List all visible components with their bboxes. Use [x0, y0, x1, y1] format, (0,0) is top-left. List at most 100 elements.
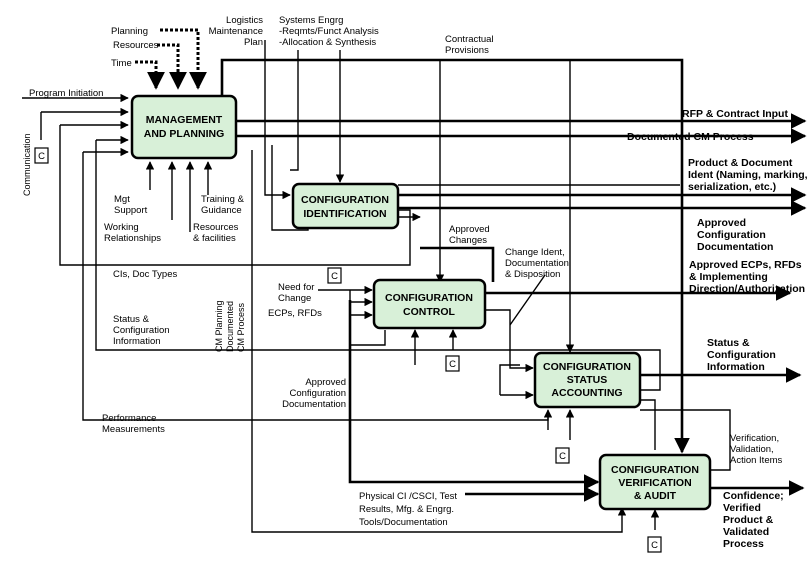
- svg-text:Resources: Resources: [113, 40, 159, 51]
- configuration-control-box: CONFIGURATION CONTROL: [372, 278, 487, 330]
- svg-text:VERIFICATION: VERIFICATION: [618, 477, 691, 489]
- identification-output-lines: [398, 184, 807, 282]
- configuration-status-accounting-box: CONFIGURATION STATUS ACCOUNTING: [533, 351, 642, 409]
- svg-text:Communication: Communication: [22, 133, 32, 196]
- svg-text:Contractual: Contractual: [445, 34, 494, 45]
- svg-text:& facilities: & facilities: [193, 233, 236, 244]
- configuration-verification-audit-box: CONFIGURATION VERIFICATION & AUDIT: [598, 453, 712, 511]
- svg-text:Physical CI /CSCI, Test: Physical CI /CSCI, Test: [359, 491, 457, 502]
- svg-text:Changes: Changes: [449, 235, 487, 246]
- svg-text:C: C: [559, 451, 566, 462]
- svg-text:C: C: [651, 540, 658, 551]
- svg-text:Process: Process: [723, 538, 764, 550]
- svg-text:Training &: Training &: [201, 194, 245, 205]
- svg-text:Status &: Status &: [707, 337, 750, 349]
- svg-text:Measurements: Measurements: [102, 424, 165, 435]
- svg-text:CONFIGURATION: CONFIGURATION: [611, 464, 699, 476]
- svg-text:Working: Working: [104, 222, 139, 233]
- svg-text:Approved: Approved: [449, 224, 490, 235]
- svg-text:serialization, etc.): serialization, etc.): [688, 181, 776, 193]
- svg-text:CONFIGURATION: CONFIGURATION: [301, 194, 389, 206]
- svg-text:Resources: Resources: [193, 222, 239, 233]
- svg-text:Confidence;: Confidence;: [723, 490, 784, 502]
- control-lines: [318, 274, 792, 490]
- svg-text:Approved: Approved: [697, 217, 746, 229]
- constraint-boxes: C C C C C: [34, 147, 662, 553]
- svg-text:Direction/Authorization: Direction/Authorization: [689, 283, 805, 295]
- svg-text:& AUDIT: & AUDIT: [634, 490, 677, 502]
- svg-text:Planning: Planning: [111, 26, 148, 37]
- svg-text:Approved: Approved: [305, 377, 346, 388]
- svg-text:Maintenance: Maintenance: [209, 26, 263, 37]
- svg-text:Configuration: Configuration: [289, 388, 346, 399]
- svg-text:MANAGEMENT: MANAGEMENT: [146, 114, 223, 126]
- svg-text:Logistics: Logistics: [226, 15, 263, 26]
- svg-text:Product & Document: Product & Document: [688, 157, 793, 169]
- svg-text:Validation,: Validation,: [730, 444, 774, 455]
- status-lines: [499, 364, 802, 450]
- svg-text:& Disposition: & Disposition: [505, 269, 560, 280]
- svg-text:Ident (Naming, marking,: Ident (Naming, marking,: [688, 169, 808, 181]
- svg-text:Support: Support: [114, 205, 148, 216]
- svg-text:Validated: Validated: [723, 526, 769, 538]
- svg-text:CONFIGURATION: CONFIGURATION: [385, 292, 473, 304]
- svg-text:C: C: [331, 271, 338, 282]
- svg-text:Performance: Performance: [102, 413, 156, 424]
- svg-text:Configuration: Configuration: [113, 325, 170, 336]
- svg-text:C: C: [38, 151, 45, 162]
- svg-text:Information: Information: [113, 336, 161, 347]
- svg-text:C: C: [449, 359, 456, 370]
- svg-text:Time: Time: [111, 58, 132, 69]
- svg-text:Verification,: Verification,: [730, 433, 779, 444]
- svg-text:Documentation: Documentation: [505, 258, 569, 269]
- verification-lines: [465, 409, 805, 530]
- svg-text:IDENTIFICATION: IDENTIFICATION: [303, 208, 386, 220]
- svg-text:Provisions: Provisions: [445, 45, 489, 56]
- svg-text:-Allocation & Synthesis: -Allocation & Synthesis: [279, 37, 376, 48]
- svg-text:Information: Information: [707, 361, 765, 373]
- svg-text:Product &: Product &: [723, 514, 774, 526]
- svg-text:Program Initiation: Program Initiation: [29, 88, 103, 99]
- management-input-lines: [22, 93, 213, 232]
- input-labels: Planning Resources Time Logistics Mainte…: [22, 15, 783, 528]
- svg-text:Configuration: Configuration: [697, 229, 766, 241]
- svg-text:Documented: Documented: [225, 301, 235, 352]
- svg-text:Results, Mfg. & Engrg.: Results, Mfg. & Engrg.: [359, 504, 454, 515]
- svg-text:Configuration: Configuration: [707, 349, 776, 361]
- svg-text:STATUS: STATUS: [567, 374, 607, 386]
- svg-text:Action Items: Action Items: [730, 455, 783, 466]
- dotted-input-lines: [135, 28, 207, 90]
- svg-text:& Implementing: & Implementing: [689, 271, 768, 283]
- svg-text:CONTROL: CONTROL: [403, 306, 455, 318]
- configuration-identification-box: CONFIGURATION IDENTIFICATION: [291, 182, 400, 230]
- svg-text:ECPs, RFDs: ECPs, RFDs: [268, 308, 322, 319]
- svg-text:Plan: Plan: [244, 37, 263, 48]
- svg-text:AND PLANNING: AND PLANNING: [144, 128, 225, 140]
- svg-text:-Reqmts/Funct Analysis: -Reqmts/Funct Analysis: [279, 26, 379, 37]
- management-and-planning-box: MANAGEMENT AND PLANNING: [130, 94, 238, 160]
- svg-text:Tools/Documentation: Tools/Documentation: [359, 517, 448, 528]
- svg-text:Mgt: Mgt: [114, 194, 130, 205]
- svg-text:Approved ECPs, RFDs: Approved ECPs, RFDs: [689, 259, 802, 271]
- top-feed-lines: [220, 40, 690, 454]
- svg-text:CM Process: CM Process: [236, 302, 246, 352]
- svg-text:ACCOUNTING: ACCOUNTING: [551, 387, 622, 399]
- svg-text:CIs, Doc Types: CIs, Doc Types: [113, 269, 177, 280]
- svg-text:Documentation: Documentation: [697, 241, 773, 253]
- svg-text:Need for: Need for: [278, 282, 314, 293]
- svg-text:Change: Change: [278, 293, 311, 304]
- svg-text:CONFIGURATION: CONFIGURATION: [543, 361, 631, 373]
- svg-text:CM Planning: CM Planning: [214, 300, 224, 352]
- svg-text:Verified: Verified: [723, 502, 761, 514]
- svg-text:Change Ident,: Change Ident,: [505, 247, 565, 258]
- svg-text:Relationships: Relationships: [104, 233, 161, 244]
- svg-text:Systems Engrg: Systems Engrg: [279, 15, 343, 26]
- svg-text:Status &: Status &: [113, 314, 150, 325]
- management-output-lines: [236, 113, 807, 144]
- svg-text:Documented CM Process: Documented CM Process: [627, 131, 754, 143]
- svg-text:Documentation: Documentation: [282, 399, 346, 410]
- output-labels: RFP & Contract Input Documented CM Proce…: [627, 108, 808, 550]
- svg-text:RFP & Contract Input: RFP & Contract Input: [682, 108, 788, 120]
